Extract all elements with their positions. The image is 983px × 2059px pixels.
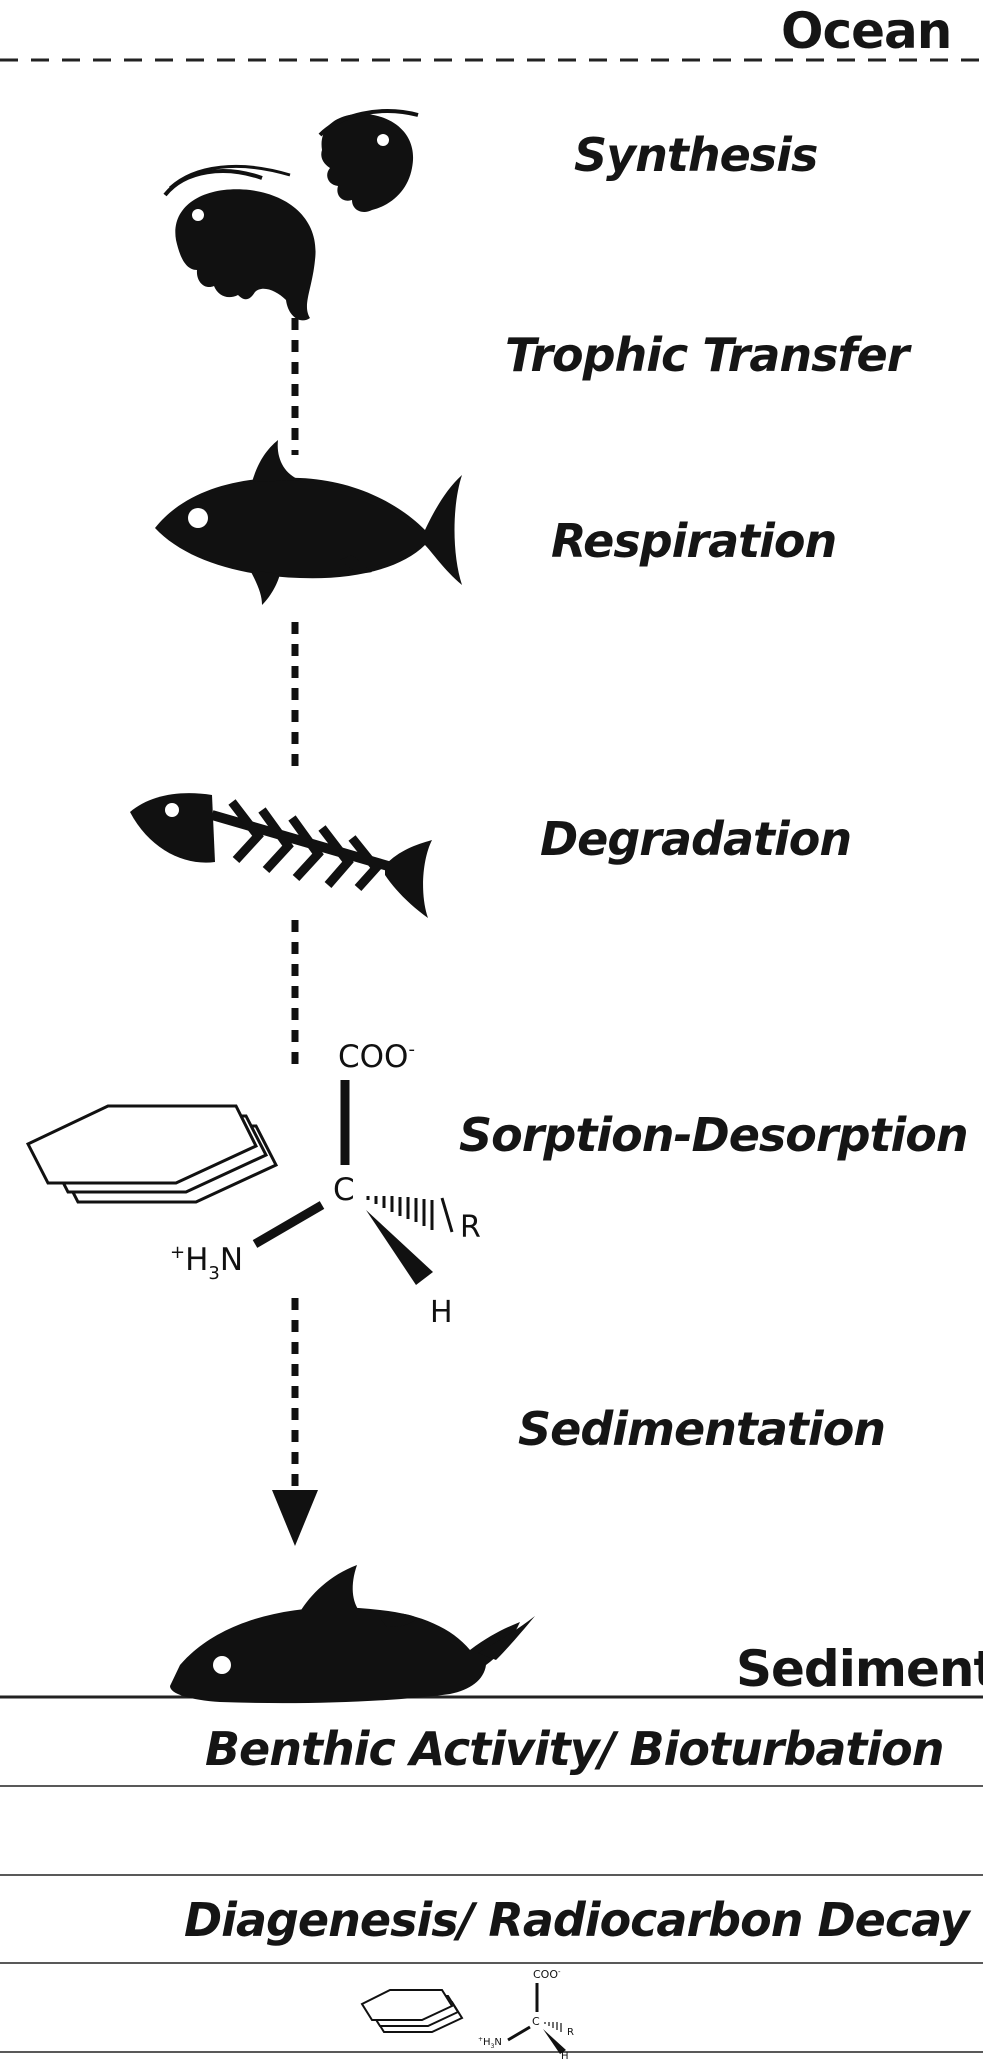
svg-text:C: C <box>333 1172 355 1208</box>
benthic-activity-label: Benthic Activity/ Bioturbation <box>205 1722 944 1776</box>
arrow-down-icon <box>272 1490 318 1546</box>
svg-text:COO-: COO- <box>338 1039 415 1075</box>
process-trophic-transfer-label: Trophic Transfer <box>505 328 909 382</box>
process-degradation-label: Degradation <box>540 812 852 866</box>
svg-text:R: R <box>460 1210 481 1245</box>
dead-fish-icon <box>170 1565 535 1704</box>
process-sorption-desorption-label: Sorption-Desorption <box>459 1108 969 1162</box>
process-synthesis-label: Synthesis <box>574 128 818 182</box>
diagenesis-label: Diagenesis/ Radiocarbon Decay <box>184 1893 970 1947</box>
svg-text:C: C <box>532 2015 540 2028</box>
zooplankton-icon <box>163 109 419 321</box>
svg-text:H: H <box>430 1295 453 1330</box>
svg-text:+H3N: +H3N <box>478 2036 502 2050</box>
ocean-label: Ocean <box>781 2 952 60</box>
sediment-label: Sediment <box>736 1640 983 1698</box>
clay-mineral-icon <box>25 1104 279 1204</box>
amino-acid-icon: COO- C R H +H3N <box>170 1039 481 1330</box>
svg-text:+H3N: +H3N <box>170 1242 243 1284</box>
process-sedimentation-label: Sedimentation <box>518 1402 886 1456</box>
clay-mineral-icon-small <box>360 1989 464 2033</box>
fish-skeleton-icon <box>130 793 432 918</box>
process-respiration-label: Respiration <box>551 514 837 568</box>
amino-acid-icon-small: COO- C R H +H3N <box>478 1968 574 2059</box>
svg-text:COO-: COO- <box>533 1968 561 1981</box>
svg-text:R: R <box>567 2027 574 2038</box>
fish-icon <box>155 440 462 605</box>
svg-text:H: H <box>561 2051 569 2059</box>
